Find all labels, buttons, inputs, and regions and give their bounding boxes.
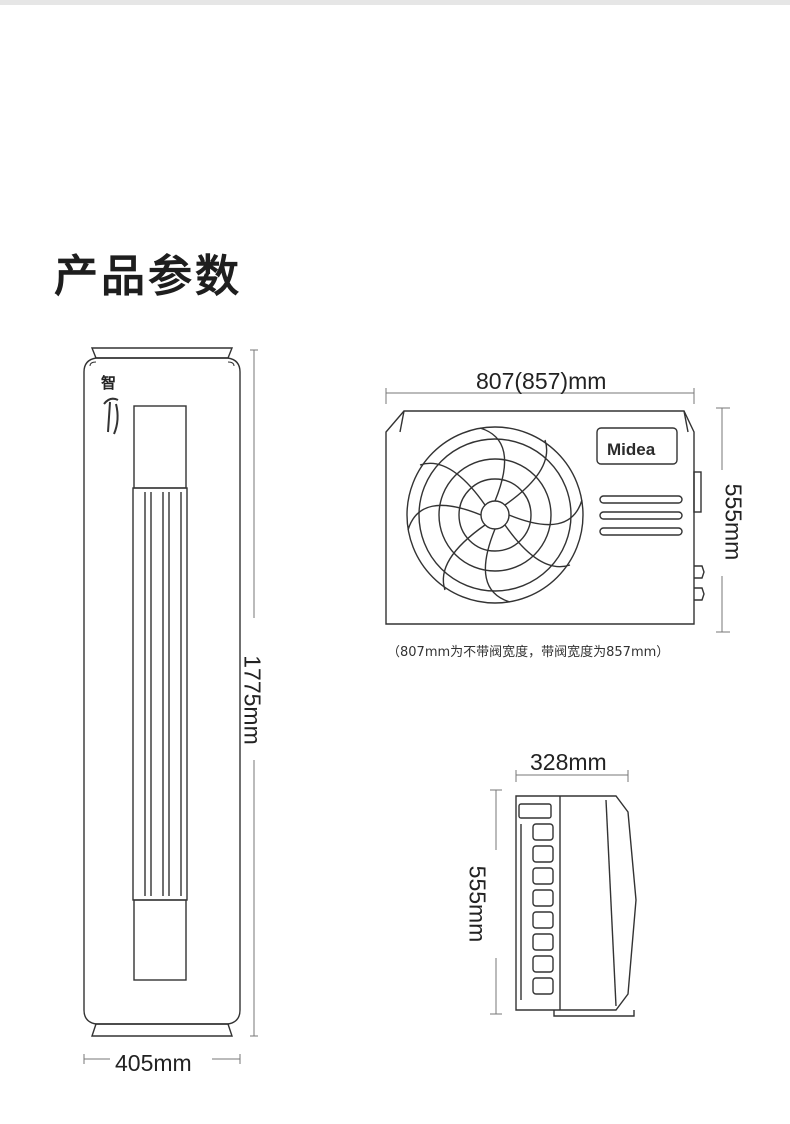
outdoor-unit-drawing: [385, 410, 705, 625]
outdoor-width-note: （807mm为不带阀宽度，带阀宽度为857mm）: [387, 645, 670, 660]
top-divider-bar: [0, 0, 790, 5]
indoor-width-label: 405mm: [115, 1050, 192, 1076]
outdoor-dimension-lines: [385, 388, 730, 633]
indoor-lower-panel: [133, 899, 187, 981]
indoor-top-cap: [90, 347, 234, 359]
brand-badge: [596, 427, 678, 465]
side-dimension-lines: [490, 770, 629, 1015]
indoor-unit-drawing: [83, 347, 241, 1037]
indoor-louver: [132, 487, 188, 901]
outdoor-side-drawing: [515, 795, 637, 1017]
side-depth-label: 328mm: [530, 749, 607, 775]
midea-logo: Midea: [607, 440, 656, 459]
page-title: 产品参数: [54, 251, 242, 302]
indoor-upper-panel: [133, 405, 187, 489]
side-casing: [515, 795, 637, 1011]
indoor-height-label: 1775mm: [239, 655, 266, 745]
indoor-logo-text: 智: [101, 374, 117, 392]
indoor-body: [83, 357, 241, 1025]
fan-guard: [406, 426, 584, 604]
indoor-bottom-base: [91, 1023, 233, 1037]
indoor-dimension-lines: [83, 349, 258, 1064]
side-height-label: 555mm: [464, 865, 491, 943]
outdoor-width-label: 807(857)mm: [476, 368, 607, 394]
fan-hub: [480, 500, 510, 530]
indoor-logo-mark: [103, 397, 119, 435]
outdoor-height-label: 555mm: [720, 483, 747, 561]
